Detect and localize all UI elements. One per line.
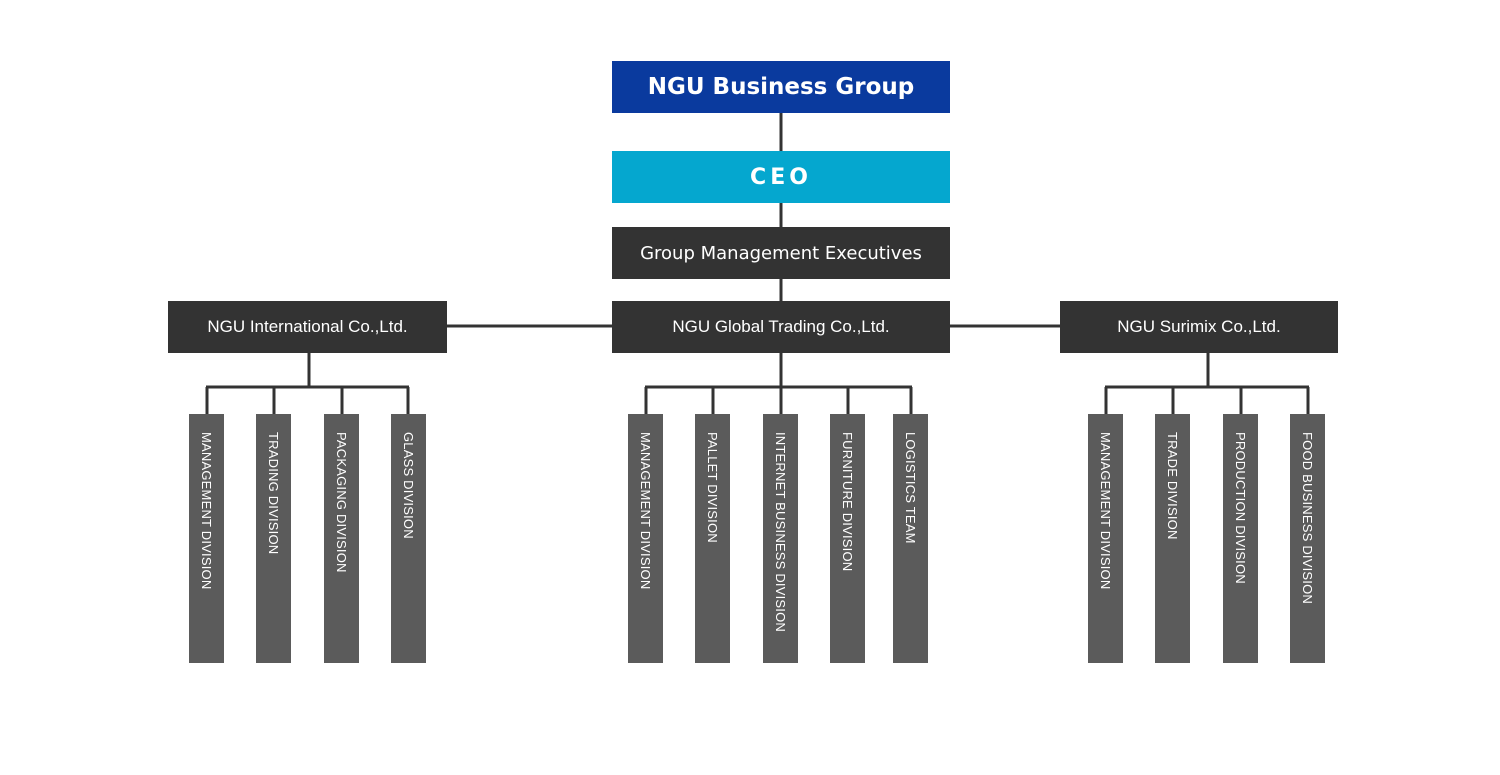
- division-box: MANAGEMENT DIVISION: [189, 414, 224, 663]
- executives-box: Group Management Executives: [612, 227, 950, 279]
- division-label: TRADE DIVISION: [1165, 432, 1180, 540]
- division-label: MANAGEMENT DIVISION: [1098, 432, 1113, 590]
- company-label: NGU International Co.,Ltd.: [207, 317, 408, 336]
- division-box: FOOD BUSINESS DIVISION: [1290, 414, 1325, 663]
- company-box-global-trading: NGU Global Trading Co.,Ltd.: [612, 301, 950, 353]
- division-box: PACKAGING DIVISION: [324, 414, 359, 663]
- division-box: INTERNET BUSINESS DIVISION: [763, 414, 798, 663]
- division-label: GLASS DIVISION: [401, 432, 416, 539]
- ceo-label: CEO: [750, 164, 812, 190]
- division-box: MANAGEMENT DIVISION: [1088, 414, 1123, 663]
- ceo-box: CEO: [612, 151, 950, 203]
- division-box: TRADING DIVISION: [256, 414, 291, 663]
- division-box: PRODUCTION DIVISION: [1223, 414, 1258, 663]
- division-label: PACKAGING DIVISION: [334, 432, 349, 573]
- group-label: NGU Business Group: [647, 74, 915, 100]
- division-label: PALLET DIVISION: [705, 432, 720, 543]
- division-label: FURNITURE DIVISION: [840, 432, 855, 572]
- executives-label: Group Management Executives: [640, 242, 922, 264]
- division-label: TRADING DIVISION: [266, 432, 281, 555]
- division-box: TRADE DIVISION: [1155, 414, 1190, 663]
- company-box-international: NGU International Co.,Ltd.: [168, 301, 447, 353]
- division-box: GLASS DIVISION: [391, 414, 426, 663]
- division-label: LOGISTICS TEAM: [903, 432, 918, 544]
- division-label: FOOD BUSINESS DIVISION: [1300, 432, 1315, 604]
- division-box: FURNITURE DIVISION: [830, 414, 865, 663]
- division-box: PALLET DIVISION: [695, 414, 730, 663]
- division-label: PRODUCTION DIVISION: [1233, 432, 1248, 584]
- division-box: MANAGEMENT DIVISION: [628, 414, 663, 663]
- division-label: MANAGEMENT DIVISION: [199, 432, 214, 590]
- company-label: NGU Global Trading Co.,Ltd.: [672, 317, 890, 336]
- company-box-surimix: NGU Surimix Co.,Ltd.: [1060, 301, 1338, 353]
- company-label: NGU Surimix Co.,Ltd.: [1117, 317, 1281, 336]
- division-label: MANAGEMENT DIVISION: [638, 432, 653, 590]
- division-label: INTERNET BUSINESS DIVISION: [773, 432, 788, 632]
- division-box: LOGISTICS TEAM: [893, 414, 928, 663]
- group-box: NGU Business Group: [612, 61, 950, 113]
